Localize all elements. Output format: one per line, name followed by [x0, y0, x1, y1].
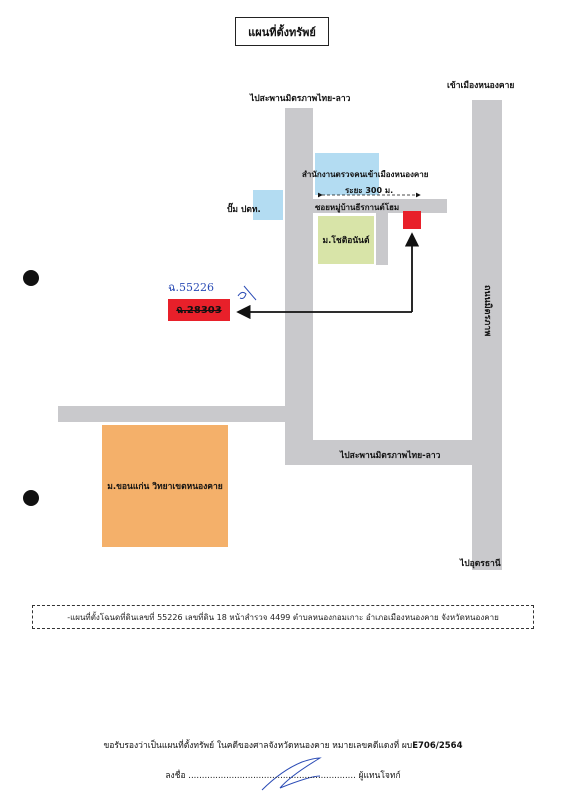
- label-distance: ระยะ 300 ม.: [345, 186, 394, 195]
- certification-text: ขอรับรองว่าเป็นแผนที่ตั้งทรัพย์ ในคดีของ…: [103, 741, 413, 751]
- road-vertical-west: [285, 108, 313, 465]
- signature-line: ลงชื่อ .................................…: [0, 768, 566, 782]
- village-block: ม.โชติอนันต์: [318, 216, 374, 264]
- campus-label: ม.ขอนแก่น วิทยาเขตหนองคาย: [107, 482, 223, 492]
- label-road-south: ไปอุดรธานี: [460, 559, 501, 569]
- deed-description: -แผนที่ตั้งโฉนดที่ดินเลขที่ 55226 เลขที่…: [67, 612, 499, 622]
- map-title: แผนที่ตั้งทรัพย์: [235, 17, 329, 46]
- campus-block: ม.ขอนแก่น วิทยาเขตหนองคาย: [102, 425, 228, 547]
- road-soi-branch: [376, 213, 388, 265]
- gas-station-block: [253, 190, 283, 220]
- certification-line: ขอรับรองว่าเป็นแผนที่ตั้งทรัพย์ ในคดีของ…: [0, 738, 566, 752]
- label-road-mittraphap: ถนนมิตรภาพ: [482, 285, 492, 337]
- road-horizontal-west: [58, 406, 288, 422]
- label-road-lower: ไปสะพานมิตรภาพไทย-ลาว: [340, 451, 441, 461]
- label-immigration: สำนักงานตรวจคนเข้าเมืองหนองคาย: [302, 170, 429, 179]
- road-soi: [313, 199, 447, 213]
- property-marker: [403, 211, 421, 229]
- deed-box: ฉ.28303: [168, 299, 230, 321]
- label-road-east-top: เข้าเมืองหนองคาย: [447, 81, 515, 91]
- case-number: E706/2564: [412, 741, 463, 751]
- road-mittraphap-vertical: [472, 100, 502, 570]
- map-title-text: แผนที่ตั้งทรัพย์: [248, 25, 316, 39]
- signature-role: ผู้แทนโจทก์: [358, 771, 401, 781]
- binder-hole-bottom: [23, 490, 39, 506]
- label-road-north: ไปสะพานมิตรภาพไทย-ลาว: [250, 94, 351, 104]
- deed-old-number: ฉ.28303: [176, 304, 222, 316]
- label-gas-station: ปั๊ม ปตท.: [227, 205, 261, 215]
- road-horizontal-lower: [285, 440, 475, 465]
- deed-new-number: ฉ.55226: [168, 281, 214, 294]
- label-soi: ซอยหมู่บ้านธีรกานต์โฮม: [315, 203, 400, 212]
- signature-scribble: [261, 757, 322, 791]
- deed-description-box: -แผนที่ตั้งโฉนดที่ดินเลขที่ 55226 เลขที่…: [32, 605, 534, 629]
- binder-hole-top: [23, 270, 39, 286]
- immigration-office-block: [315, 153, 379, 195]
- village-label: ม.โชติอนันต์: [322, 236, 370, 246]
- signature-prefix: ลงชื่อ .................................…: [165, 771, 356, 781]
- handwritten-mark: [237, 285, 257, 301]
